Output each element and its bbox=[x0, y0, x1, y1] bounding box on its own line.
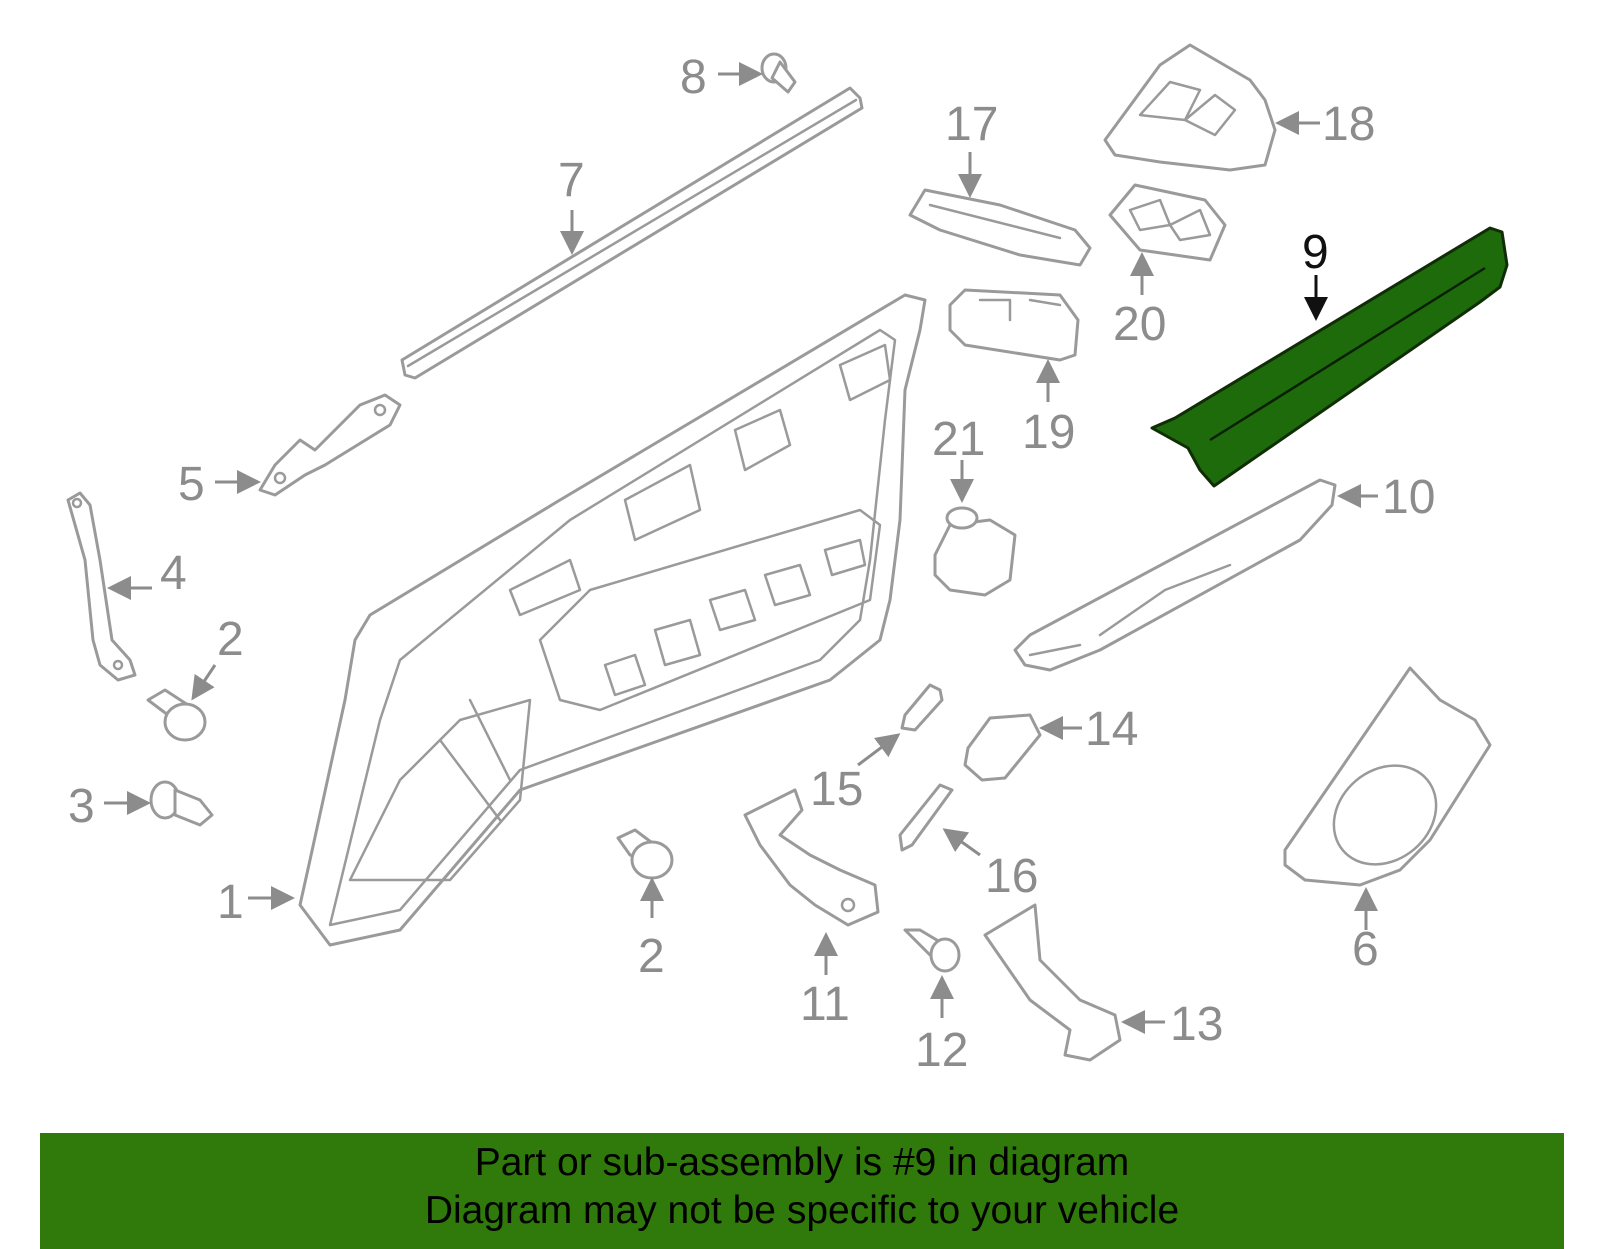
callout-1: 1 bbox=[217, 876, 244, 929]
part-1-door-trim-panel bbox=[298, 293, 927, 947]
callout-13: 13 bbox=[1170, 998, 1223, 1051]
callout-19: 19 bbox=[1022, 406, 1075, 459]
callout-11: 11 bbox=[800, 978, 850, 1031]
part-6-speaker-grille bbox=[1283, 666, 1492, 887]
part-19-switch bbox=[948, 288, 1080, 362]
part-3-screw bbox=[149, 780, 214, 827]
callout-labels: 1 2 2 3 4 5 6 7 8 9 10 11 12 13 14 15 16… bbox=[68, 51, 1435, 1077]
callout-12: 12 bbox=[915, 1024, 968, 1077]
part-14-handle-bezel bbox=[963, 713, 1042, 782]
part-9-garnish-highlighted bbox=[1150, 226, 1509, 488]
part-5-bracket bbox=[258, 393, 402, 497]
callout-4: 4 bbox=[160, 547, 187, 600]
arrow-2a bbox=[191, 664, 217, 701]
arrow-15 bbox=[857, 733, 901, 767]
callout-9: 9 bbox=[1302, 226, 1329, 279]
part-7-belt-molding bbox=[400, 86, 864, 380]
part-12-screw bbox=[903, 928, 961, 973]
callout-2-lower: 2 bbox=[638, 930, 665, 983]
leader-arrows bbox=[104, 62, 1378, 1034]
callout-18: 18 bbox=[1322, 98, 1375, 151]
callout-20: 20 bbox=[1113, 298, 1166, 351]
part-16-rod bbox=[898, 783, 954, 852]
part-15-knob bbox=[900, 683, 944, 732]
callout-7: 7 bbox=[558, 154, 585, 207]
callout-2-upper: 2 bbox=[217, 613, 244, 666]
callout-3: 3 bbox=[68, 780, 95, 833]
callout-10: 10 bbox=[1382, 471, 1435, 524]
info-banner: Part or sub-assembly is #9 in diagram Di… bbox=[40, 1133, 1564, 1249]
part-18-switch-panel bbox=[1103, 43, 1277, 172]
part-11-bracket bbox=[743, 788, 880, 927]
part-13-trim bbox=[983, 903, 1122, 1062]
part-20-switch bbox=[1108, 183, 1227, 262]
callout-14: 14 bbox=[1085, 703, 1138, 756]
callout-8: 8 bbox=[680, 51, 707, 104]
part-2-clip-b bbox=[616, 828, 674, 880]
callout-15: 15 bbox=[810, 763, 863, 816]
part-17-bracket bbox=[908, 188, 1092, 267]
part-4-bracket bbox=[66, 491, 137, 682]
callout-6: 6 bbox=[1352, 923, 1379, 976]
part-10-armrest-trim bbox=[1013, 478, 1337, 672]
banner-line-2: Diagram may not be specific to your vehi… bbox=[424, 1189, 1180, 1232]
part-8-screw bbox=[760, 52, 797, 94]
callout-16: 16 bbox=[985, 850, 1038, 903]
banner-line-1: Part or sub-assembly is #9 in diagram bbox=[474, 1141, 1130, 1184]
arrow-16 bbox=[942, 828, 981, 857]
callout-5: 5 bbox=[178, 458, 205, 511]
callout-21: 21 bbox=[932, 413, 985, 466]
part-21-switch bbox=[933, 506, 1017, 597]
callout-17: 17 bbox=[945, 98, 998, 151]
part-2-clip-a bbox=[146, 688, 207, 742]
